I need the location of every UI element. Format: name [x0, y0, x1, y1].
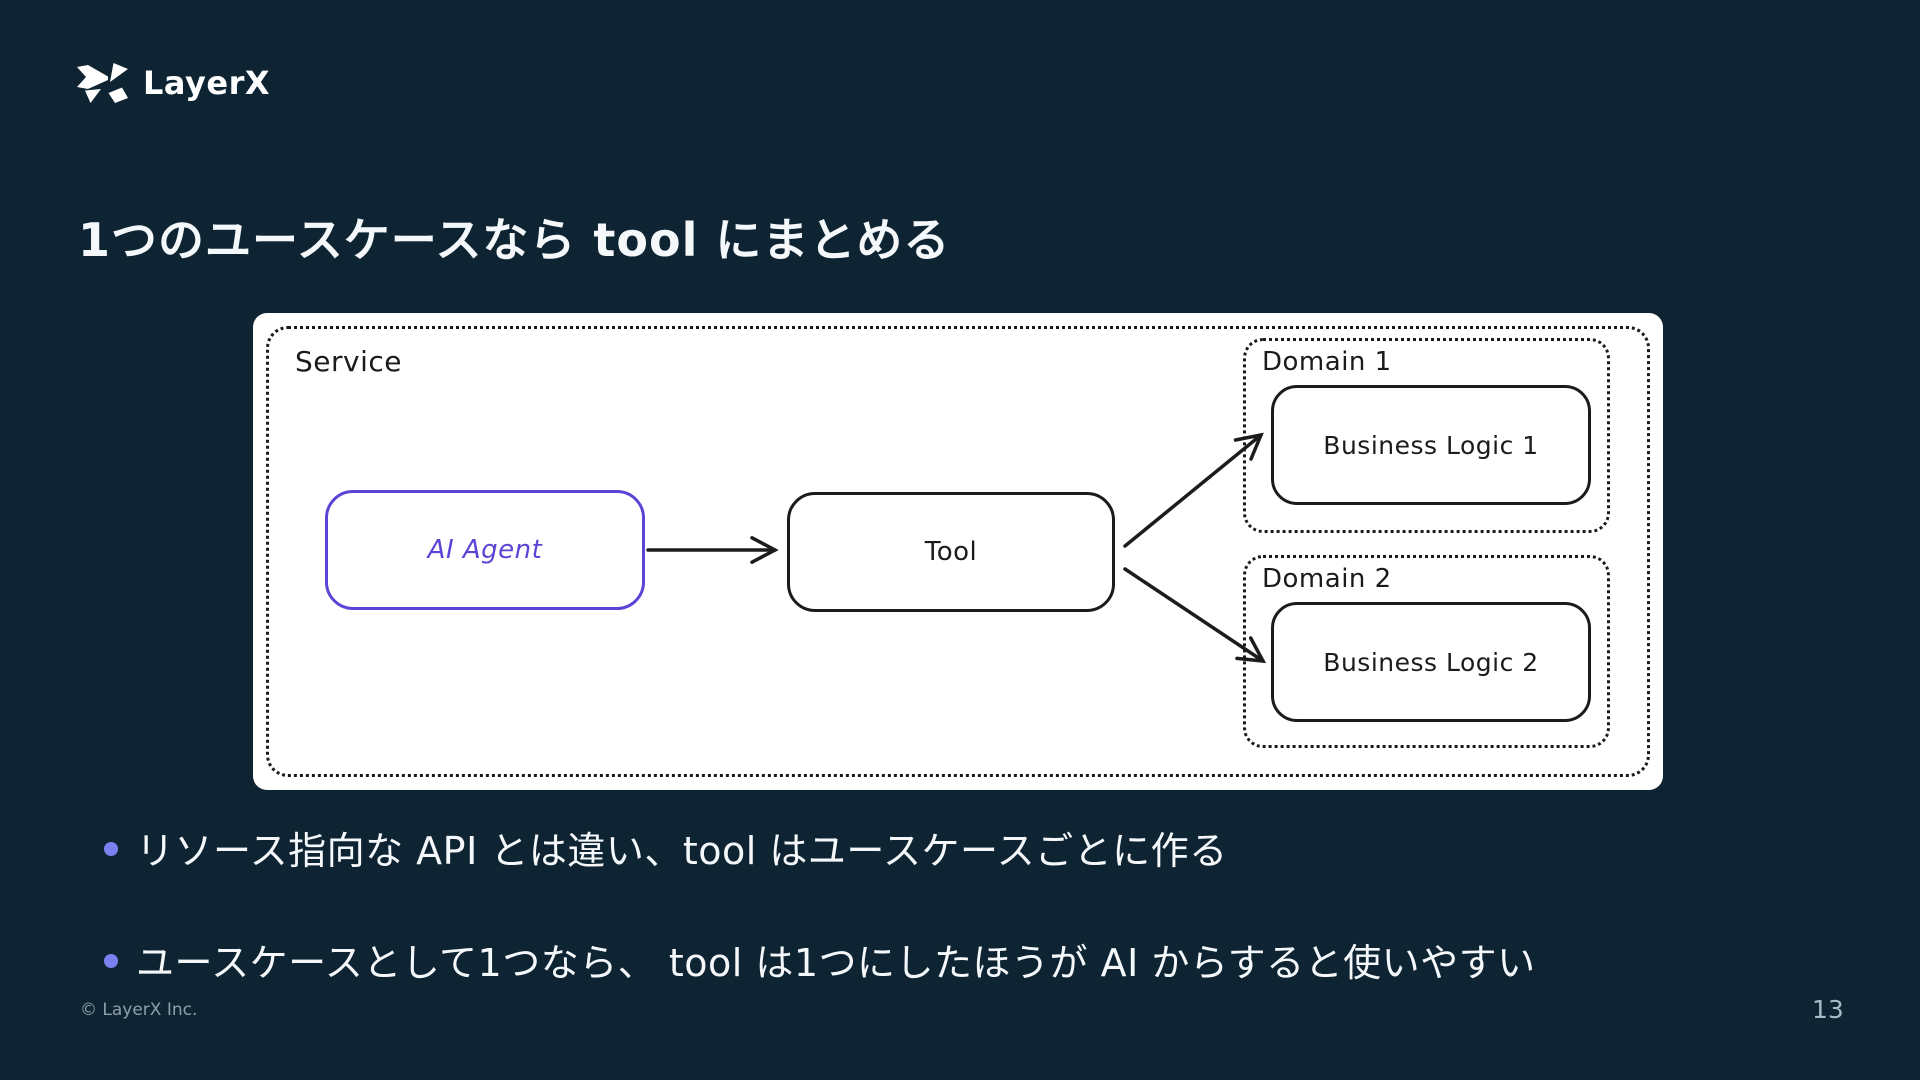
list-item: リソース指向な API とは違い、tool はユースケースごとに作る: [90, 826, 1840, 876]
bullet-list: リソース指向な API とは違い、tool はユースケースごとに作る ユースケー…: [90, 826, 1840, 988]
tool-node: Tool: [787, 492, 1115, 612]
bullet-text: ユースケースとして1つなら、 tool は1つにしたほうが AI からすると使い…: [136, 941, 1536, 985]
service-label: Service: [295, 345, 402, 378]
logo-wordmark: LayerX: [143, 64, 271, 102]
slide-title: 1つのユースケースなら tool にまとめる: [78, 213, 951, 267]
bullet-dot-icon: [104, 954, 118, 968]
layerx-logo-icon: [77, 63, 128, 103]
service-group-box: Service: [266, 326, 1650, 777]
domain-1-group-box: Domain 1 Business Logic 1: [1243, 338, 1610, 533]
business-logic-1-node: Business Logic 1: [1271, 385, 1591, 505]
bullet-text: リソース指向な API とは違い、tool はユースケースごとに作る: [136, 829, 1228, 873]
ai-agent-label: AI Agent: [427, 535, 543, 565]
bullet-dot-icon: [104, 842, 118, 856]
domain-2-group-box: Domain 2 Business Logic 2: [1243, 555, 1610, 748]
business-logic-2-node: Business Logic 2: [1271, 602, 1591, 722]
ai-agent-node: AI Agent: [325, 490, 645, 610]
list-item: ユースケースとして1つなら、 tool は1つにしたほうが AI からすると使い…: [90, 938, 1840, 988]
layerx-logo: LayerX: [77, 62, 270, 104]
copyright-text: © LayerX Inc.: [80, 1000, 198, 1020]
page-number: 13: [1812, 995, 1844, 1024]
diagram-panel: Service AI Agent Tool Domain 1 Business …: [253, 313, 1663, 790]
domain-1-label: Domain 1: [1262, 347, 1392, 377]
business-logic-1-label: Business Logic 1: [1323, 430, 1539, 460]
tool-label: Tool: [924, 537, 978, 567]
business-logic-2-label: Business Logic 2: [1323, 647, 1539, 677]
domain-2-label: Domain 2: [1262, 564, 1392, 594]
